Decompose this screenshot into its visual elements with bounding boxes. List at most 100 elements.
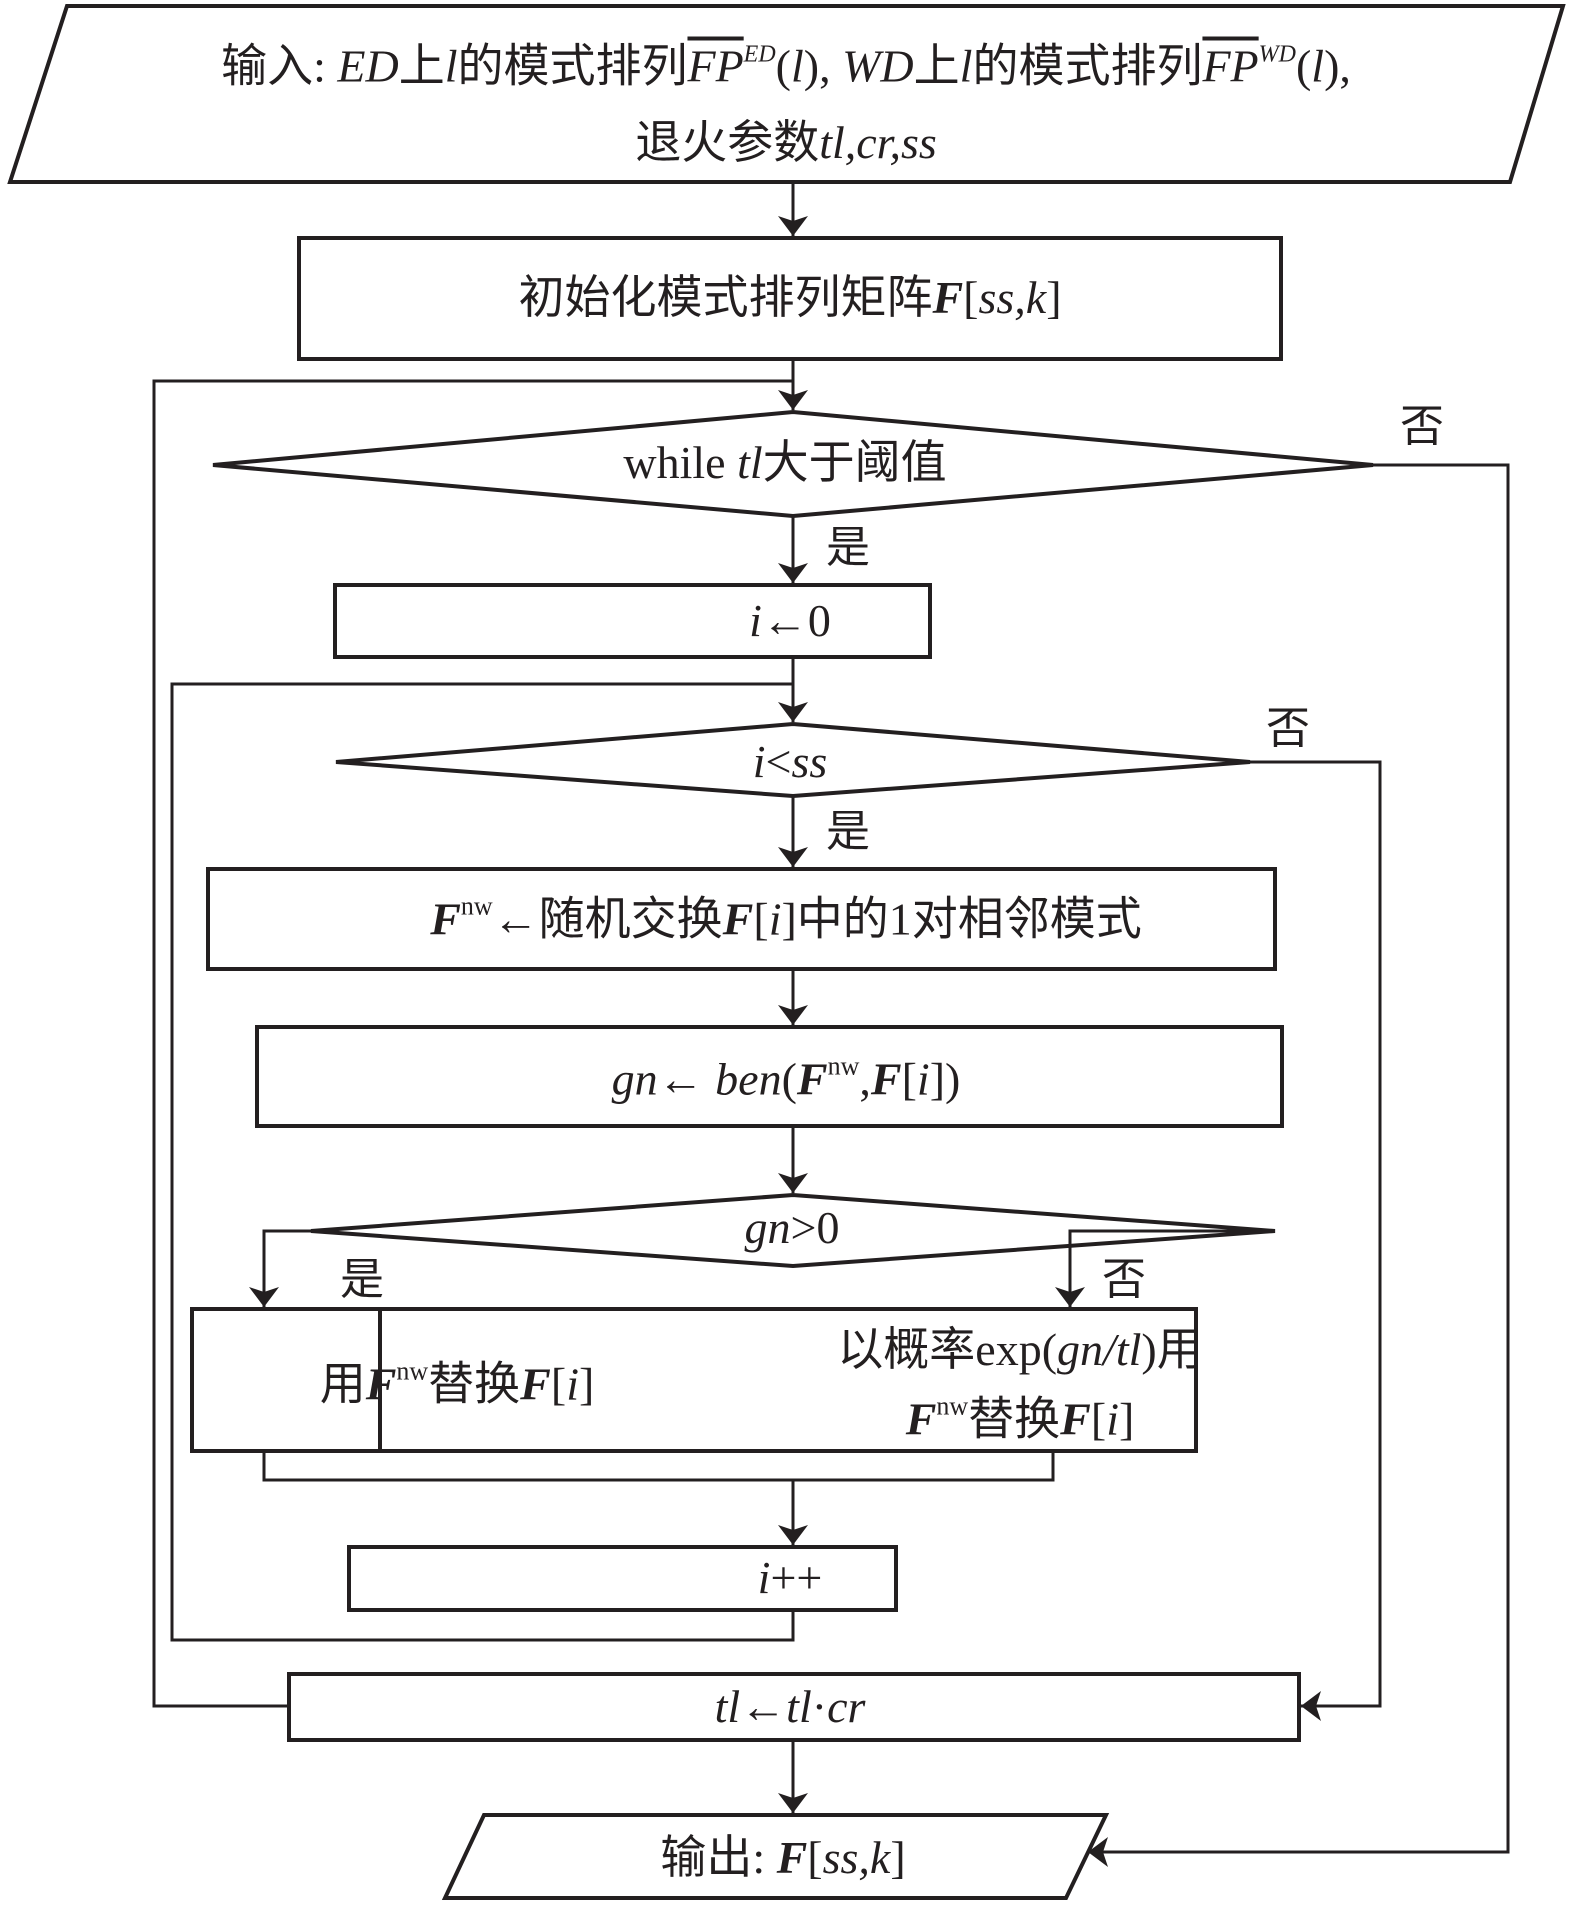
var-cr: cr	[827, 1681, 866, 1732]
text-fragment: 输出:	[660, 1832, 777, 1883]
var-tl: tl	[786, 1681, 812, 1732]
text-fragment: 输入:	[221, 40, 338, 92]
var-gn: gn	[744, 1202, 791, 1253]
var-FP-bar: FP	[687, 40, 744, 92]
var-F: F	[1060, 1393, 1091, 1445]
text-fragment: ]	[890, 1832, 906, 1883]
text-fragment: 用	[319, 1358, 366, 1410]
loop-condition-label: i<ss	[753, 739, 828, 785]
replace-no-box	[378, 1307, 1198, 1453]
var-F: F	[722, 893, 754, 945]
text-fragment: 替换	[968, 1393, 1061, 1445]
arrow-while-no	[1088, 463, 1510, 1867]
var-l: l	[959, 40, 973, 92]
text-fragment: [	[753, 893, 769, 945]
var-tl: tl	[737, 437, 763, 488]
i-init-label: i←0	[749, 598, 831, 644]
while-no-label: 否	[1400, 402, 1444, 451]
var-F: F	[905, 1393, 937, 1445]
text-fragment: ]	[1046, 272, 1062, 323]
var-ss: ss	[791, 736, 828, 787]
text-fragment: ←随机交换	[492, 893, 723, 945]
func-ben: ben	[715, 1053, 782, 1105]
increment-box	[347, 1545, 898, 1612]
init-box	[297, 236, 1283, 361]
while-condition-label: while tl大于阈值	[623, 440, 946, 486]
var-params: tl,cr,ss	[819, 117, 937, 168]
text-fragment: ←	[740, 1681, 787, 1732]
arrow-gain-no	[1055, 1229, 1275, 1307]
text-fragment: ·	[811, 1681, 828, 1732]
text-fragment: ),	[1324, 40, 1351, 92]
outer-loop-back	[152, 379, 793, 1708]
var-l: l	[791, 40, 804, 92]
text-fragment: (	[781, 1053, 797, 1105]
var-ED: ED	[337, 40, 399, 92]
text-fragment: >0	[790, 1202, 840, 1253]
var-i: i	[566, 1358, 579, 1410]
input-line-1: 输入: ED上l的模式排列FPED(l), WD上l的模式排列FPWD(l),	[221, 43, 1351, 90]
text-fragment: [	[901, 1053, 917, 1105]
var-F: F	[776, 1832, 808, 1883]
superscript-nw: nw	[396, 1356, 429, 1386]
text-fragment: 初始化模式排列矩阵	[518, 272, 933, 323]
loop-no-label: 否	[1266, 704, 1310, 753]
output-label: 输出: F[ss,k]	[660, 1835, 905, 1881]
cool-label: tl←tl·cr	[715, 1684, 866, 1730]
var-i: i	[749, 595, 762, 646]
var-ss-k: ss,k	[822, 1832, 891, 1883]
arrow-gain-yes	[249, 1229, 311, 1307]
var-gn: gn	[611, 1053, 658, 1105]
increment-label: i++	[758, 1555, 823, 1601]
gain-yes-label: 是	[340, 1255, 384, 1304]
text-fragment: ++	[770, 1552, 823, 1603]
swap-box-label: Fnw←随机交换F[i]中的1对相邻模式	[430, 891, 1142, 945]
replace-yes-label: 用Fnw替换F[i]	[319, 1356, 595, 1410]
var-i: i	[1106, 1393, 1119, 1445]
var-i: i	[757, 1552, 771, 1603]
init-box-label: 初始化模式排列矩阵F[ss,k]	[518, 275, 1061, 321]
var-WD: WD	[842, 40, 914, 92]
var-F: F	[796, 1053, 828, 1105]
inner-loop-back	[170, 682, 795, 1642]
superscript-nw: nw	[936, 1391, 969, 1421]
text-fragment: ]	[1118, 1393, 1135, 1445]
var-F: F	[430, 893, 461, 945]
gain-no-label: 否	[1102, 1255, 1146, 1304]
merge-line	[262, 1451, 1055, 1482]
text-fragment: [	[963, 272, 979, 323]
swap-box	[206, 867, 1277, 971]
text-fragment: 上	[913, 40, 960, 92]
superscript-nw: nw	[460, 891, 493, 921]
text-fragment: 退火参数	[635, 117, 820, 168]
output-parallelogram	[441, 1813, 1110, 1900]
text-fragment: ←	[657, 1053, 716, 1105]
var-F: F	[870, 1053, 902, 1105]
input-line-2: 退火参数tl,cr,ss	[635, 120, 937, 166]
text-fragment: [	[1090, 1393, 1107, 1445]
text-fragment: 的模式排列	[972, 40, 1203, 92]
var-FP-bar: FP	[1202, 40, 1259, 92]
var-F: F	[932, 272, 964, 323]
replace-no-line-1: 以概率exp(gn/tl)用	[837, 1327, 1202, 1373]
loop-yes-label: 是	[826, 807, 870, 856]
gain-condition-label: gn>0	[745, 1205, 840, 1251]
text-fragment: [	[807, 1832, 823, 1883]
text-fragment: )用	[1141, 1324, 1203, 1375]
var-i: i	[752, 736, 766, 787]
text-fragment: 以概率exp(	[837, 1324, 1058, 1375]
text-fragment: 的模式排列	[457, 40, 688, 92]
var-i: i	[768, 893, 782, 945]
arrow-loop-no	[1250, 760, 1382, 1721]
text-fragment: ]中的1对相邻模式	[781, 893, 1142, 945]
text-fragment: 替换	[428, 1358, 521, 1410]
text-fragment: ,	[859, 1053, 871, 1105]
i-init-box	[333, 583, 932, 659]
var-F: F	[520, 1358, 551, 1410]
var-i: i	[916, 1053, 930, 1105]
text-fragment: (	[775, 40, 792, 92]
replace-no-line-2: Fnw替换F[i]	[905, 1391, 1135, 1445]
text-fragment: (	[1295, 40, 1312, 92]
text-fragment: ]	[578, 1358, 595, 1410]
